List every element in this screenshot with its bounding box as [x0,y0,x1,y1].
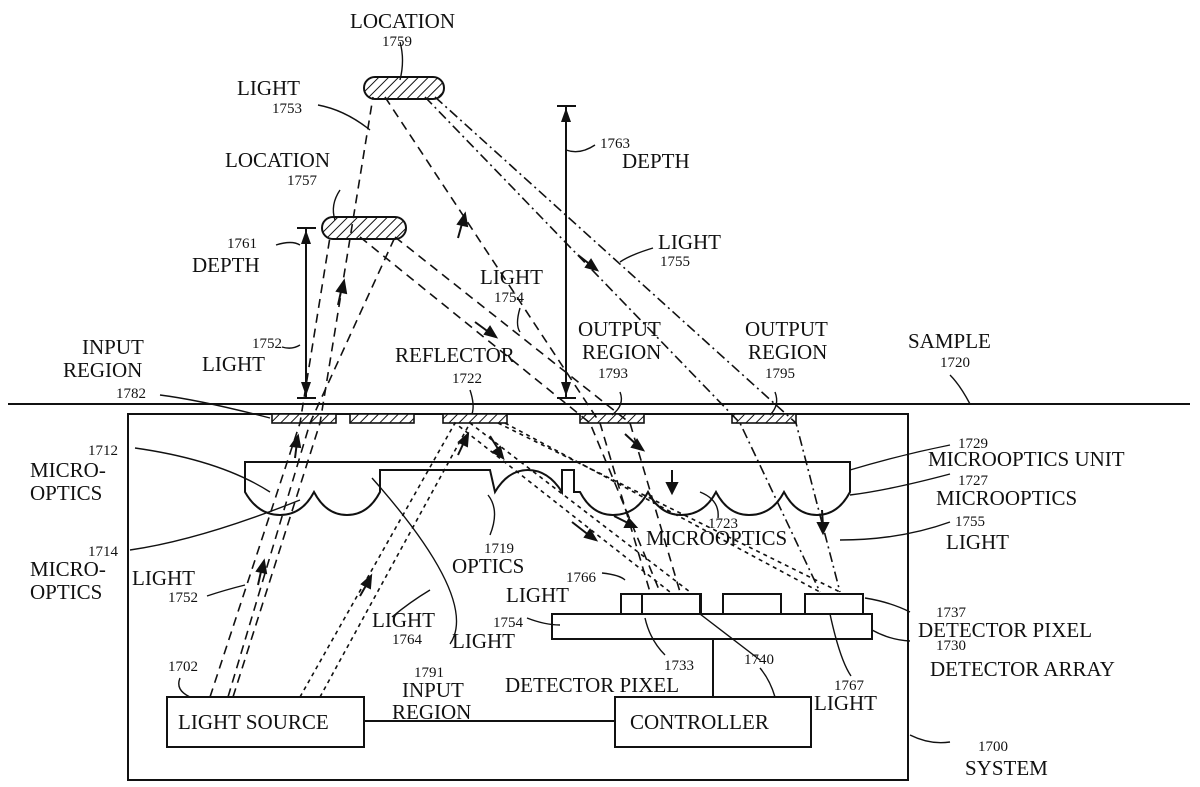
label-micro-optics-2a: MICRO- [30,557,106,581]
num-1793: 1793 [598,366,628,382]
label-system: SYSTEM [965,756,1048,780]
output-region-1793-window [579,413,645,424]
num-1737: 1737 [936,605,967,621]
num-1764: 1764 [392,632,423,648]
num-1763: 1763 [600,136,630,152]
system-housing [127,413,909,781]
reflector-1722-window [442,413,508,424]
label-input-region-1791b: REGION [392,700,471,724]
label-light-1767: LIGHT [814,691,877,715]
label-micro-optics-1a: MICRO- [30,458,106,482]
label-location-1757: LOCATION [225,148,330,172]
label-detector-pixel-1733: DETECTOR PIXEL [505,673,679,697]
num-1767: 1767 [834,678,865,694]
label-light-source: LIGHT SOURCE [178,710,329,734]
location-1757-shape [321,216,407,240]
num-1714: 1714 [88,544,119,560]
num-1761: 1761 [227,236,257,252]
num-1723: 1723 [708,516,738,532]
num-1791: 1791 [414,665,444,681]
num-1754-bottom: 1754 [493,615,524,631]
label-location-1759: LOCATION [350,9,455,33]
microoptics-unit-1729 [244,461,851,517]
detector-pixel-b [641,593,701,615]
label-output-region-b1: OUTPUT [745,317,828,341]
label-sample: SAMPLE [908,329,991,353]
light-path-1752b [227,236,396,698]
light-path-1766b [504,422,821,593]
label-output-region-b2: REGION [748,340,827,364]
light-path-1755 [434,96,841,593]
label-input-region-1791a: INPUT [402,678,464,702]
num-1729: 1729 [958,436,988,452]
num-1755-top: 1755 [660,254,690,270]
label-microoptics-unit: MICROOPTICS UNIT [928,447,1125,471]
leader-lines [129,41,971,744]
label-light-1755-bottom: LIGHT [946,530,1009,554]
num-1733: 1733 [664,658,694,674]
label-input-region-1: INPUT [82,335,144,359]
label-light-1764: LIGHT [372,608,435,632]
num-1712: 1712 [88,443,118,459]
output-region-1795-window [731,413,797,424]
num-1754-top: 1754 [494,290,525,306]
controller-box [614,696,812,748]
num-1752-top: 1752 [252,336,282,352]
num-1720: 1720 [940,355,970,371]
num-1700: 1700 [978,739,1008,755]
num-1722: 1722 [452,371,482,387]
label-controller: CONTROLLER [630,710,769,734]
num-1755-bottom: 1755 [955,514,985,530]
light-path-1764 [299,421,671,698]
input-region-1791-window [349,413,415,424]
label-light-1755-top: LIGHT [658,230,721,254]
label-reflector: REFLECTOR [395,343,515,367]
num-1782: 1782 [116,386,146,402]
label-micro-optics-1b: OPTICS [30,481,102,505]
light-path-1752 [209,236,331,698]
num-1702: 1702 [168,659,198,675]
num-1766: 1766 [566,570,597,586]
label-output-region-a1: OUTPUT [578,317,661,341]
light-path-1753 [232,96,374,698]
light-path-1759-out [384,96,651,593]
label-microoptics-1723: MICROOPTICS [646,526,787,550]
label-light-1754: LIGHT [480,265,543,289]
location-1759-shape [363,76,445,100]
label-depth-1763: DEPTH [622,149,690,173]
input-region-1782-window [271,413,337,424]
num-1727: 1727 [958,473,989,489]
label-microoptics-1727: MICROOPTICS [936,486,1077,510]
num-1752-bottom: 1752 [168,590,198,606]
direction-arrows [255,211,830,597]
light-source-box [166,696,365,748]
label-light-1752-top: LIGHT [202,352,265,376]
num-1795: 1795 [765,366,795,382]
num-1740: 1740 [744,652,774,668]
label-light-1766: LIGHT [506,583,569,607]
label-detector-pixel-1737: DETECTOR PIXEL [918,618,1092,642]
light-path-1754b [359,236,661,593]
detector-array-1730 [551,613,873,640]
label-output-region-a2: REGION [582,340,661,364]
num-1730: 1730 [936,638,966,654]
num-1719: 1719 [484,541,514,557]
detector-pixel-d [804,593,864,615]
label-light-1754-bottom: LIGHT [452,629,515,653]
num-1753: 1753 [272,101,302,117]
light-path-1766 [497,422,841,593]
label-input-region-2: REGION [63,358,142,382]
label-depth-1761: DEPTH [192,253,260,277]
label-detector-array: DETECTOR ARRAY [930,657,1115,681]
label-light-1753: LIGHT [237,76,300,100]
label-micro-optics-2b: OPTICS [30,580,102,604]
label-optics-1719: OPTICS [452,554,524,578]
label-light-1752-bottom: LIGHT [132,566,195,590]
num-1759: 1759 [382,34,412,50]
detector-pixel-c [722,593,782,615]
num-1757: 1757 [287,173,318,189]
light-path-1764b [319,421,691,698]
